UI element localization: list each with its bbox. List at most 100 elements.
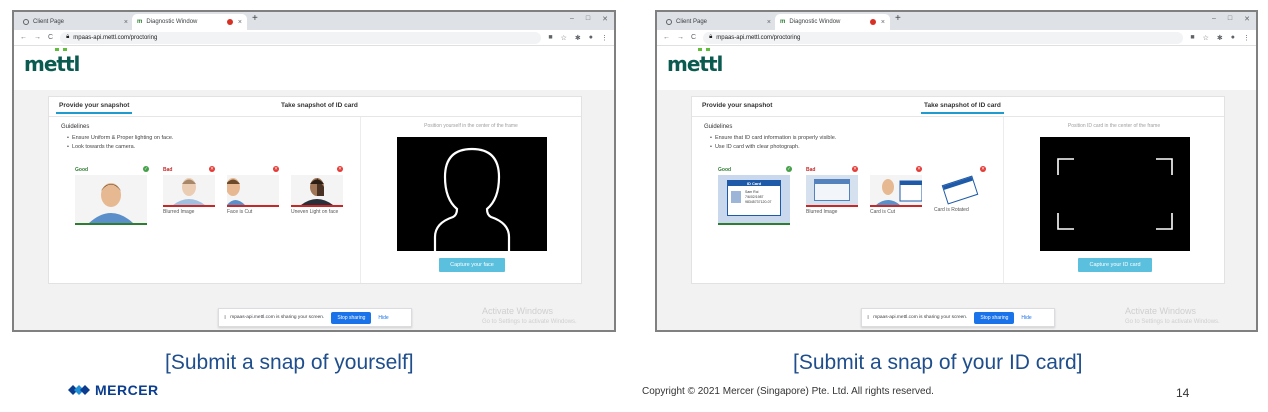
capture-face-button[interactable]: Capture your face	[439, 258, 505, 272]
new-tab-button[interactable]: +	[895, 13, 901, 24]
new-tab-button[interactable]: +	[252, 13, 258, 24]
forward-arrow-icon[interactable]: →	[34, 34, 41, 41]
good-label: Good	[718, 167, 732, 173]
tab-diagnostic-window[interactable]: m Diagnostic Window ×	[132, 14, 247, 30]
tab-diagnostic-window[interactable]: m Diagnostic Window ×	[775, 14, 890, 30]
extensions-icon[interactable]: ✱	[1216, 34, 1223, 42]
star-icon[interactable]: ☆	[560, 34, 567, 42]
share-message: mpaas-api.mettl.com is sharing your scre…	[873, 315, 968, 320]
close-window-button[interactable]: ✕	[602, 16, 608, 23]
menu-dots-icon[interactable]: ⋮	[1243, 34, 1250, 42]
tab-provide-snapshot[interactable]: Provide your snapshot	[702, 102, 773, 109]
profile-icon[interactable]: ●	[588, 33, 593, 41]
minimize-button[interactable]: –	[569, 15, 574, 22]
sample-caption: Card is Cut	[870, 209, 896, 215]
camera-pane: Position yourself in the center of the f…	[361, 117, 581, 283]
cross-icon: ✕	[852, 166, 858, 172]
mettl-logo: mettl	[24, 48, 604, 76]
maximize-button[interactable]: □	[585, 15, 591, 22]
check-icon: ✓	[786, 166, 792, 172]
toolbar-icons: ■ ☆ ✱ ● ⋮	[1190, 34, 1250, 42]
tab-client-page[interactable]: Client Page ×	[661, 14, 776, 30]
window-controls: – □ ✕	[1212, 15, 1250, 23]
lock-icon: 🔒︎	[709, 34, 713, 40]
sample-id-blurred: Blurred Image ✕	[806, 166, 858, 216]
sample-caption: Face is Cut	[227, 209, 253, 215]
stop-sharing-button[interactable]: Stop sharing	[331, 311, 372, 324]
close-icon[interactable]: ×	[880, 18, 885, 26]
toolbar-icons: ■ ☆ ✱ ● ⋮	[548, 34, 608, 42]
camera-icon[interactable]: ■	[1190, 33, 1195, 41]
mercer-logo-icon	[68, 385, 90, 395]
hide-link[interactable]: Hide	[378, 314, 389, 321]
sample-caption: Blurred Image	[163, 209, 195, 215]
page-content: mettl Provide your snapshot Take snapsho…	[14, 46, 614, 330]
guideline-item: Ensure Uniform & Proper lighting on face…	[67, 135, 174, 141]
capture-id-button[interactable]: Capture your ID card	[1078, 258, 1152, 272]
star-icon[interactable]: ☆	[1202, 34, 1209, 42]
sample-id-rotated: Card is Rotated ✕	[934, 166, 986, 214]
maximize-button[interactable]: □	[1227, 15, 1233, 22]
id-card-illustration: ID Card Sam Roi 7/6/02/1987 98345737120-…	[727, 180, 781, 216]
cross-icon: ✕	[916, 166, 922, 172]
face-photo	[227, 175, 279, 205]
guideline-item: Look towards the camera.	[67, 144, 135, 150]
share-message: mpaas-api.mettl.com is sharing your scre…	[230, 315, 325, 320]
camera-icon[interactable]: ■	[548, 33, 553, 41]
sample-uneven-light: Uneven Light on face ✕	[291, 166, 343, 216]
sample-caption: Card is Rotated	[934, 207, 969, 213]
guidelines-title: Guidelines	[61, 124, 90, 130]
browser-window-id: Client Page × m Diagnostic Window × + – …	[655, 10, 1258, 332]
url-text: mpaas-api.mettl.com/proctoring	[73, 34, 158, 41]
camera-preview	[1040, 137, 1190, 251]
sample-caption: Blurred Image	[806, 209, 838, 215]
globe-icon	[23, 19, 29, 25]
profile-icon[interactable]: ●	[1230, 33, 1235, 41]
url-field[interactable]: 🔒︎ mpaas-api.mettl.com/proctoring	[703, 31, 1184, 44]
close-window-button[interactable]: ✕	[1244, 16, 1250, 23]
guidelines-pane: Guidelines Ensure that ID card informati…	[692, 117, 1004, 283]
close-icon[interactable]: ×	[766, 18, 771, 26]
forward-arrow-icon[interactable]: →	[677, 34, 684, 41]
close-icon[interactable]: ×	[237, 18, 242, 26]
tab-snapshot-id[interactable]: Take snapshot of ID card	[281, 102, 358, 109]
sample-blurred: Blurred Image ✕	[163, 166, 215, 216]
id-card-photo: ID Card Sam Roi 7/6/02/1987 98345737120-…	[718, 175, 790, 223]
extensions-icon[interactable]: ✱	[574, 34, 581, 42]
reload-icon[interactable]: C	[48, 34, 54, 41]
drag-handle-icon[interactable]: ⦀	[224, 314, 227, 321]
close-icon[interactable]: ×	[123, 18, 128, 26]
stop-sharing-button[interactable]: Stop sharing	[974, 311, 1015, 324]
mercer-logo: MERCER	[68, 382, 159, 398]
url-field[interactable]: 🔒︎ mpaas-api.mettl.com/proctoring	[60, 31, 542, 44]
snapshot-card: Provide your snapshot Take snapshot of I…	[691, 96, 1225, 284]
cross-icon: ✕	[980, 166, 986, 172]
mettl-logo: mettl	[667, 48, 1246, 76]
check-icon: ✓	[143, 166, 149, 172]
sample-good-id: ID Card Sam Roi 7/6/02/1987 98345737120-…	[718, 166, 792, 225]
face-photo	[291, 175, 343, 205]
sample-caption: Uneven Light on face	[291, 209, 339, 215]
activate-windows-subtitle: Go to Settings to activate Windows.	[1125, 319, 1220, 325]
drag-handle-icon[interactable]: ⦀	[867, 314, 870, 321]
tab-title: Client Page	[33, 19, 65, 25]
tab-provide-snapshot[interactable]: Provide your snapshot	[55, 102, 133, 114]
tab-snapshot-id[interactable]: Take snapshot of ID card	[921, 102, 1004, 114]
menu-dots-icon[interactable]: ⋮	[601, 34, 608, 42]
camera-preview	[397, 137, 547, 251]
tab-title: Diagnostic Window	[146, 19, 198, 25]
window-controls: – □ ✕	[570, 15, 608, 23]
hide-link[interactable]: Hide	[1021, 314, 1032, 321]
caption-left: [Submit a snap of yourself]	[165, 351, 414, 374]
id-card-dob: 7/6/02/1987	[745, 194, 764, 199]
reload-icon[interactable]: C	[691, 34, 697, 41]
tab-client-page[interactable]: Client Page ×	[18, 14, 133, 30]
sample-good-face: ✓	[75, 166, 149, 225]
back-arrow-icon[interactable]: ←	[20, 34, 27, 41]
guideline-item: Ensure that ID card information is prope…	[710, 135, 836, 141]
activate-windows-title: Activate Windows	[482, 306, 554, 316]
snapshot-card: Provide your snapshot Take snapshot of I…	[48, 96, 582, 284]
minimize-button[interactable]: –	[1211, 15, 1216, 22]
back-arrow-icon[interactable]: ←	[663, 34, 670, 41]
browser-window-face: Client Page × m Diagnostic Window × + – …	[12, 10, 616, 332]
